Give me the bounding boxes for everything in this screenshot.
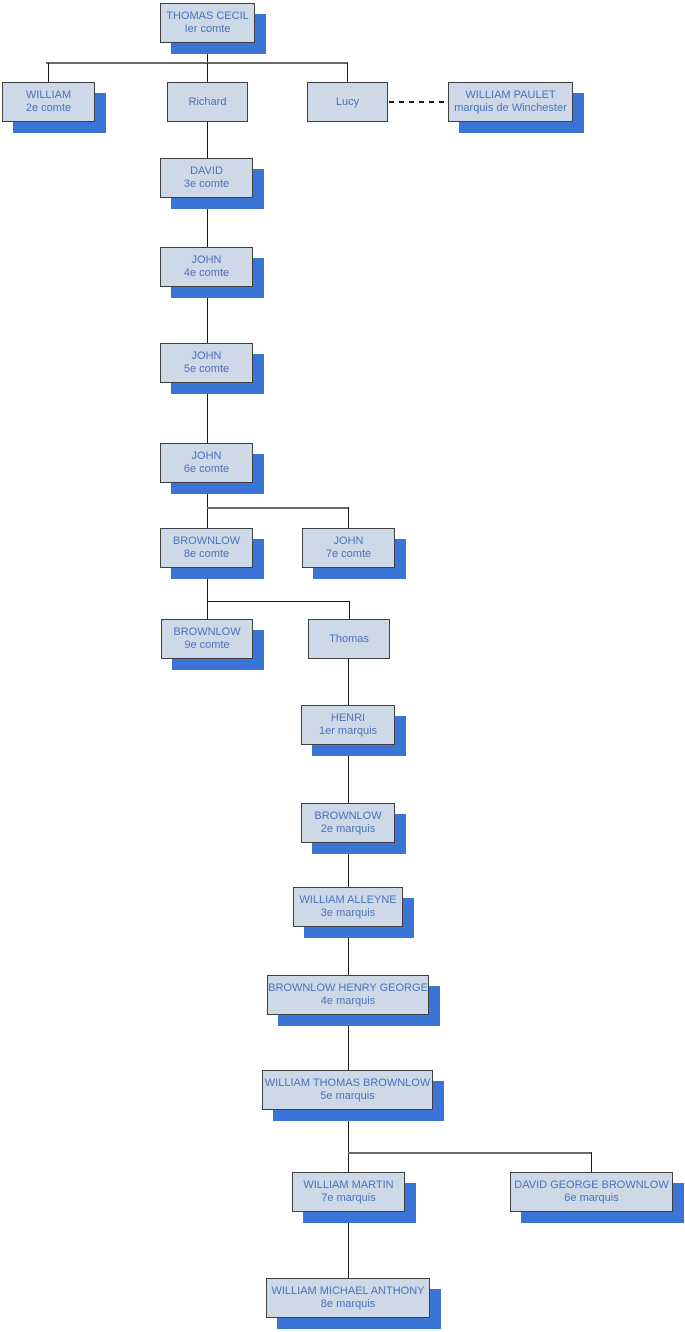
- person-name: JOHN: [191, 350, 222, 362]
- person-title: marquis de Winchester: [454, 102, 567, 114]
- connector-line-vertical: [207, 287, 208, 343]
- person-title: 2e comte: [25, 102, 72, 114]
- person-title: 7e marquis: [321, 1192, 376, 1204]
- node-thomas: Thomas: [308, 619, 390, 659]
- node-william-paulet: WILLIAM PAULET marquis de Winchester: [448, 82, 573, 122]
- node-william-martin-7e-marquis: WILLIAM MARTIN 7e marquis: [292, 1172, 405, 1212]
- person-name: JOHN: [191, 450, 222, 462]
- connector-line-horizontal: [207, 507, 349, 509]
- connector-line-vertical: [207, 383, 208, 443]
- person-title: 5e comte: [183, 363, 230, 375]
- node-william-2e-comte: WILLIAM 2e comte: [2, 82, 95, 122]
- person-title: 4e comte: [183, 267, 230, 279]
- person-name: HENRI: [330, 712, 366, 724]
- connector-line-vertical: [207, 63, 208, 82]
- connector-line-vertical: [207, 43, 208, 63]
- person-title: 3e marquis: [320, 907, 376, 919]
- node-brownlow-henry-george-4e-marquis: BROWNLOW HENRY GEORGE 4e marquis: [267, 975, 429, 1015]
- person-name: BROWNLOW: [172, 535, 241, 547]
- person-title: 6e comte: [183, 463, 230, 475]
- person-title: 7e comte: [325, 548, 372, 560]
- person-name: DAVID: [190, 165, 223, 177]
- person-name: WILLIAM MARTIN: [303, 1179, 394, 1191]
- person-name: Thomas: [329, 632, 369, 645]
- person-name: WILLIAM THOMAS BROWNLOW: [264, 1077, 431, 1089]
- person-name: BROWNLOW: [173, 626, 241, 638]
- person-title: 3e comte: [183, 178, 230, 190]
- node-richard: Richard: [167, 82, 248, 122]
- node-william-alleyne-3e-marquis: WILLIAM ALLEYNE 3e marquis: [293, 887, 403, 927]
- connector-line-vertical: [348, 1015, 349, 1070]
- person-name: Lucy: [335, 95, 360, 108]
- connector-line-vertical: [48, 63, 49, 82]
- node-brownlow-2e-marquis: BROWNLOW 2e marquis: [301, 803, 395, 843]
- person-title: 4e marquis: [320, 995, 376, 1007]
- connector-line-horizontal: [348, 1152, 592, 1154]
- connector-line-vertical: [207, 122, 208, 158]
- node-john-5e-comte: JOHN 5e comte: [160, 343, 253, 383]
- connector-line-vertical: [348, 1110, 349, 1172]
- person-name: JOHN: [191, 254, 222, 266]
- node-william-michael-anthony-8e-marquis: WILLIAM MICHAEL ANTHONY 8e marquis: [266, 1278, 430, 1318]
- node-brownlow-8e-comte: BROWNLOW 8e comte: [160, 528, 253, 568]
- connector-line-vertical: [347, 63, 348, 82]
- connector-line-vertical: [348, 507, 349, 528]
- node-john-6e-comte: JOHN 6e comte: [160, 443, 253, 483]
- node-john-4e-comte: JOHN 4e comte: [160, 247, 253, 287]
- connector-line-vertical: [348, 927, 349, 975]
- person-name: DAVID GEORGE BROWNLOW: [514, 1179, 669, 1191]
- person-title: 5e marquis: [320, 1090, 375, 1102]
- person-title: 8e marquis: [320, 1298, 376, 1310]
- person-title: 1er marquis: [318, 725, 378, 737]
- person-title: 2e marquis: [320, 823, 376, 835]
- person-title: 9e comte: [184, 639, 230, 651]
- connector-line-vertical: [207, 198, 208, 247]
- connector-line-vertical: [349, 601, 350, 619]
- connector-line-horizontal: [207, 601, 349, 602]
- person-name: WILLIAM MICHAEL ANTHONY: [271, 1285, 425, 1297]
- person-name: WILLIAM PAULET: [465, 89, 556, 101]
- person-title: 8e comte: [183, 548, 230, 560]
- node-lucy: Lucy: [307, 82, 388, 122]
- connector-line-vertical: [207, 568, 208, 619]
- node-john-7e-comte: JOHN 7e comte: [302, 528, 395, 568]
- connector-line-vertical: [348, 1212, 349, 1278]
- connector-line-vertical: [591, 1152, 592, 1172]
- person-name: WILLIAM: [25, 89, 72, 101]
- connector-line-vertical: [348, 843, 349, 887]
- person-name: THOMAS CECIL: [166, 10, 249, 22]
- person-title: 6e marquis: [564, 1192, 619, 1204]
- connector-line-vertical: [207, 483, 208, 528]
- person-title: Ier comte: [184, 23, 231, 35]
- node-david-george-brownlow-6e-marquis: DAVID GEORGE BROWNLOW 6e marquis: [510, 1172, 673, 1212]
- node-david-3e-comte: DAVID 3e comte: [160, 158, 253, 198]
- person-name: JOHN: [333, 535, 364, 547]
- person-name: Richard: [188, 95, 227, 108]
- node-henri-1er-marquis: HENRI 1er marquis: [301, 705, 395, 745]
- person-name: BROWNLOW HENRY GEORGE: [268, 982, 428, 994]
- connector-line-vertical: [348, 659, 349, 705]
- connector-line-horizontal: [46, 62, 348, 64]
- person-name: BROWNLOW: [314, 810, 382, 822]
- person-name: WILLIAM ALLEYNE: [299, 894, 397, 906]
- connector-line-vertical: [348, 745, 349, 803]
- node-thomas-cecil-1er-comte: THOMAS CECIL Ier comte: [160, 3, 255, 43]
- marriage-dashed-line: [389, 101, 448, 103]
- node-william-thomas-brownlow-5e-marquis: WILLIAM THOMAS BROWNLOW 5e marquis: [262, 1070, 433, 1110]
- node-brownlow-9e-comte: BROWNLOW 9e comte: [161, 619, 253, 659]
